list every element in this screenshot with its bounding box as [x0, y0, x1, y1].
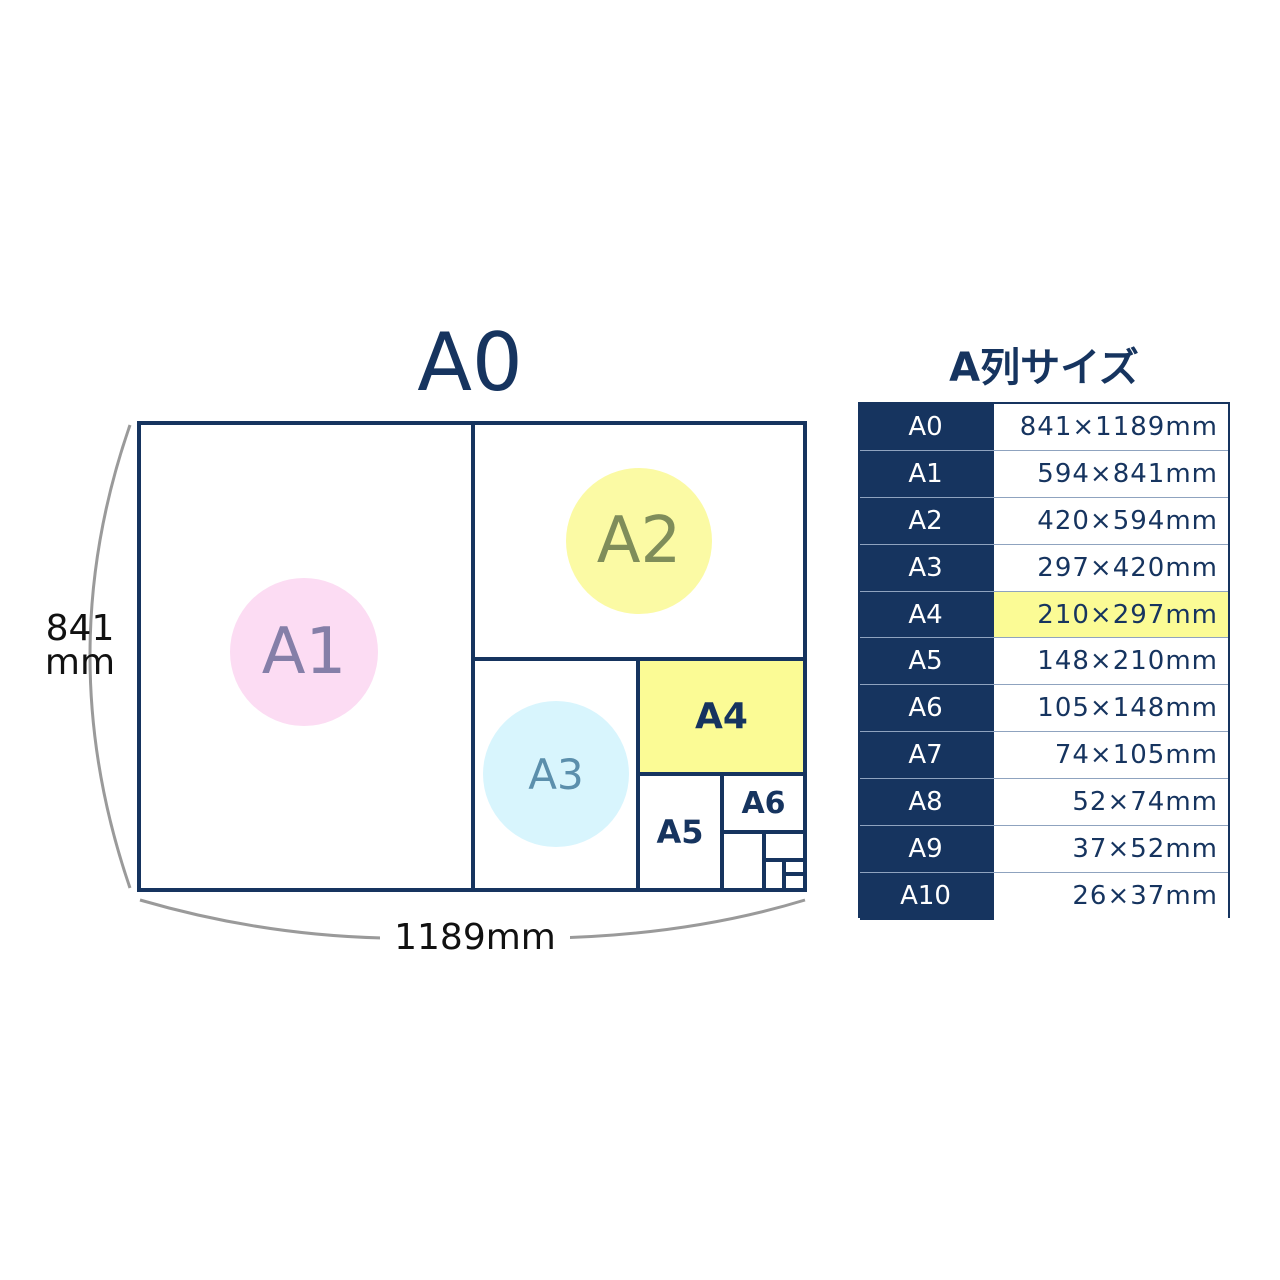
- size-name-cell: A8: [860, 779, 992, 826]
- size-name-cell: A0: [860, 404, 992, 450]
- width-label: 1189mm: [380, 918, 570, 958]
- size-name-cell: A9: [860, 826, 992, 872]
- size-dimension-cell: 105×148mm: [992, 685, 1228, 732]
- a5-label: A5: [656, 813, 704, 851]
- size-dimension-cell: 420×594mm: [992, 497, 1228, 544]
- size-dimension-cell: 594×841mm: [992, 450, 1228, 497]
- size-dimension-cell: 37×52mm: [992, 826, 1228, 872]
- height-arc: [88, 424, 132, 889]
- size-dimension-cell: 841×1189mm: [992, 404, 1228, 450]
- a2-circle: A2: [566, 468, 712, 614]
- size-dimension-cell: 210×297mm: [992, 591, 1228, 638]
- size-name-cell: A7: [860, 732, 992, 779]
- a0-title: A0: [417, 316, 523, 409]
- sheet-a7: [720, 830, 766, 892]
- a1-label: A1: [261, 615, 347, 689]
- table-title: A列サイズ: [949, 345, 1139, 391]
- size-dimension-cell: 148×210mm: [992, 638, 1228, 685]
- size-name-cell: A4: [860, 591, 992, 638]
- sheet-a5: A5: [636, 772, 724, 892]
- size-dimension-cell: 74×105mm: [992, 732, 1228, 779]
- sheet-a4: A4: [636, 657, 807, 776]
- size-dimension-cell: 26×37mm: [992, 872, 1228, 920]
- size-name-cell: A2: [860, 497, 992, 544]
- a6-label: A6: [741, 785, 786, 821]
- height-label: 841 mm: [44, 608, 116, 683]
- sheet-a10: [782, 858, 807, 876]
- size-dimension-cell: 52×74mm: [992, 779, 1228, 826]
- a4-label: A4: [695, 696, 748, 737]
- size-name-cell: A3: [860, 544, 992, 591]
- width-arc-right: [551, 898, 806, 940]
- size-name-cell: A1: [860, 450, 992, 497]
- size-name-cell: A10: [860, 872, 992, 920]
- a2-label: A2: [596, 504, 682, 578]
- a3-circle: A3: [483, 701, 629, 847]
- sheet-a6: A6: [720, 772, 807, 834]
- size-name-cell: A5: [860, 638, 992, 685]
- size-name-cell: A6: [860, 685, 992, 732]
- size-dimension-cell: 297×420mm: [992, 544, 1228, 591]
- a1-circle: A1: [230, 578, 378, 726]
- a3-label: A3: [528, 749, 584, 799]
- width-arc-left: [139, 898, 383, 940]
